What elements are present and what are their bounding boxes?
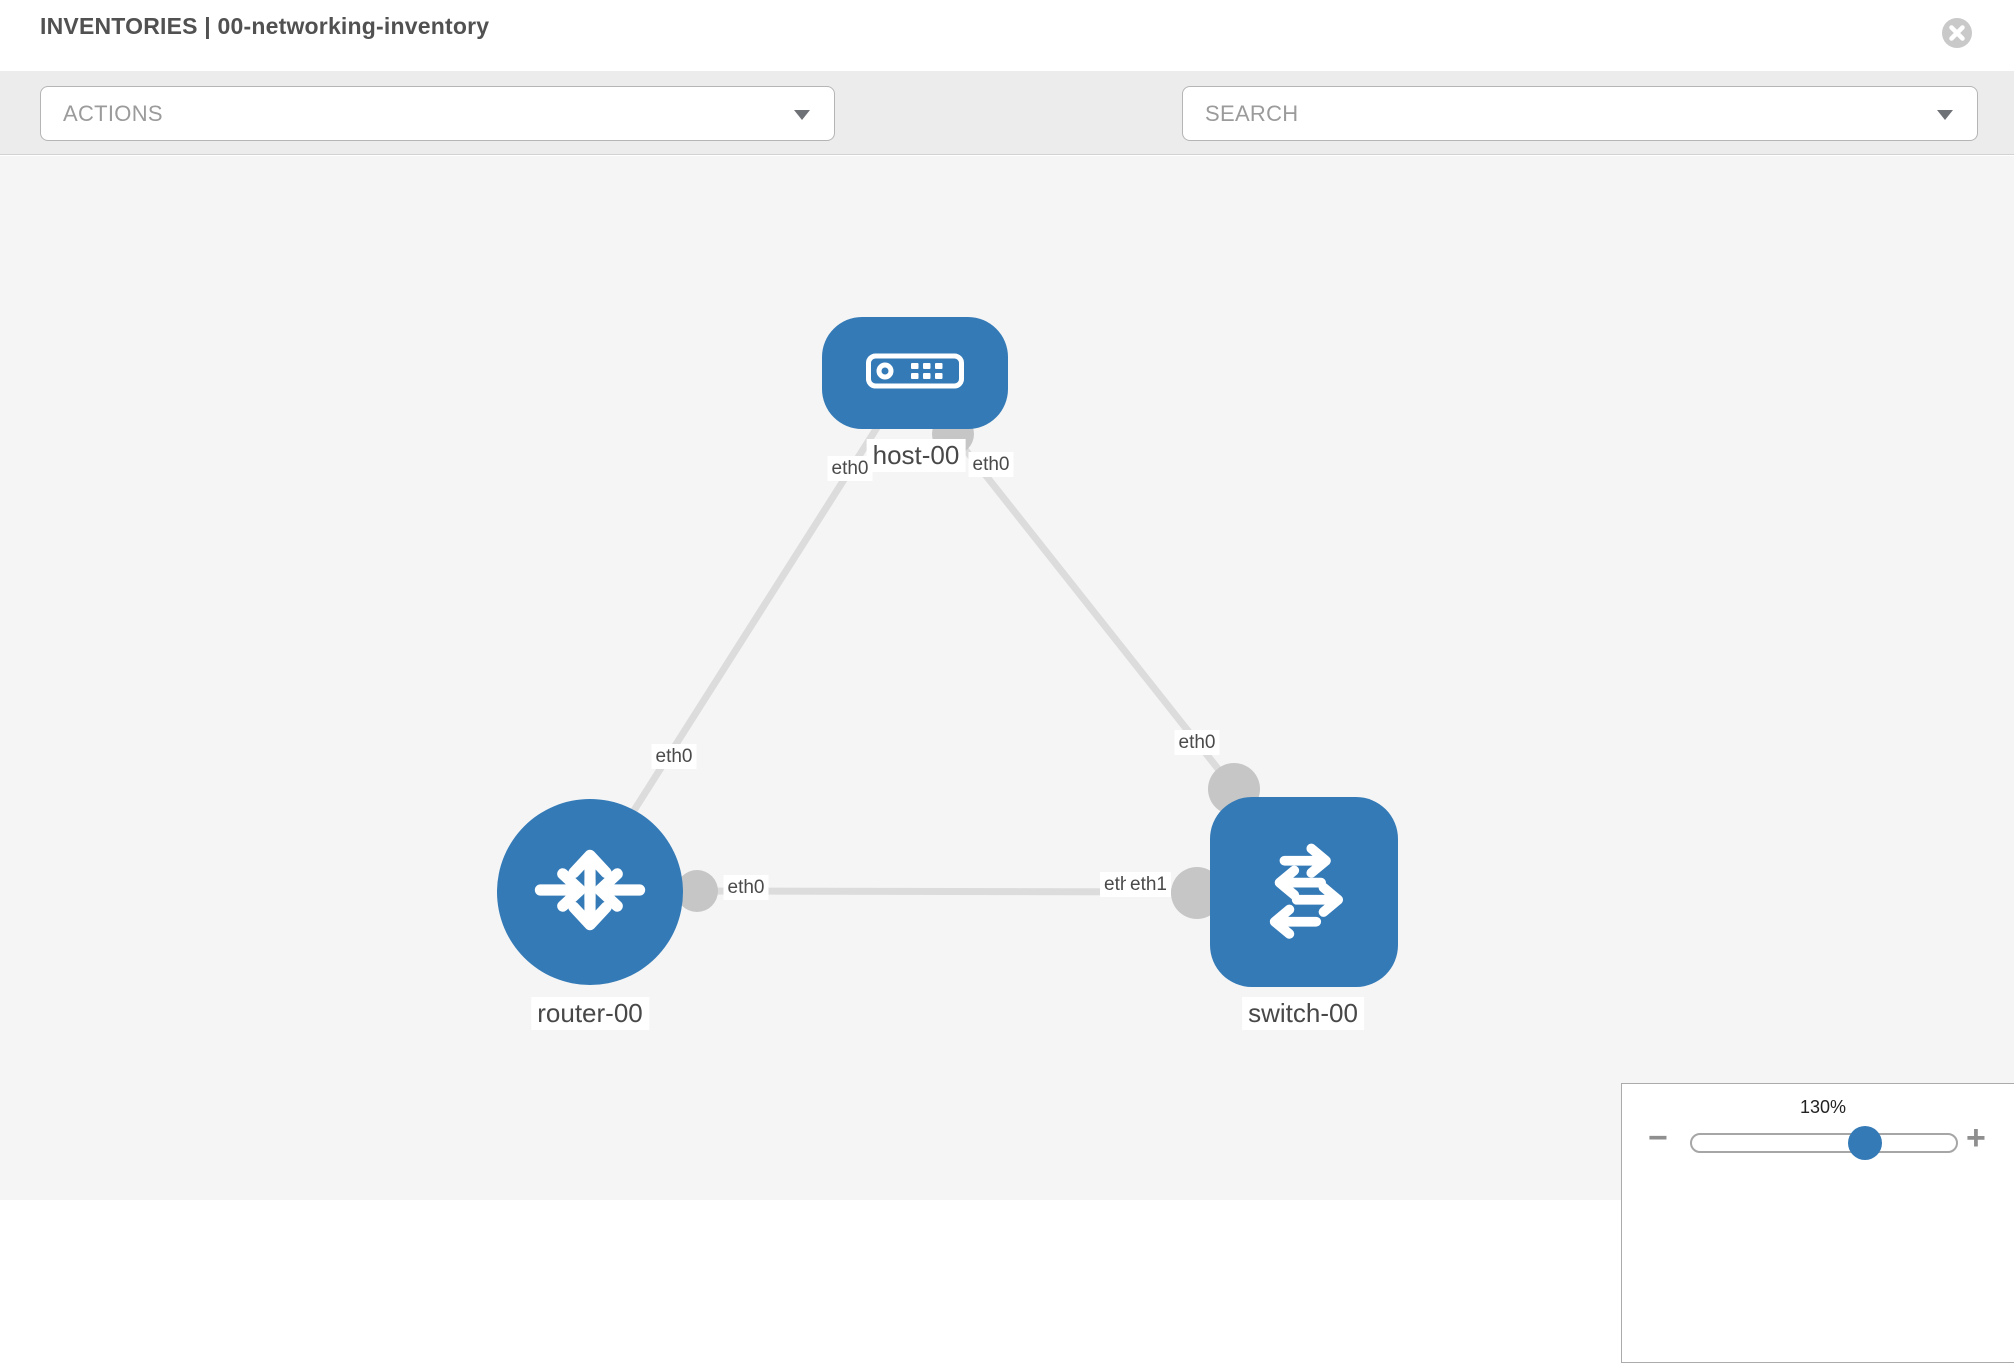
interface-label-host-switch-mid: eth0 [1174, 730, 1220, 755]
search-dropdown-label: SEARCH [1205, 100, 1299, 126]
port-router-eth0 [676, 870, 718, 912]
topology-canvas[interactable]: host-00 router-00 switch-00 eth0 eth0 et… [0, 156, 2014, 1363]
zoom-control-panel: 130% − + [1621, 1083, 2014, 1363]
actions-dropdown-label: ACTIONS [63, 100, 163, 126]
router-arrows-icon [528, 828, 652, 957]
node-label-host-00: host-00 [866, 439, 966, 472]
server-icon [865, 352, 965, 395]
topology-links-layer [630, 413, 1260, 919]
link-host-switch[interactable] [950, 431, 1237, 792]
close-button[interactable] [1941, 17, 1973, 49]
node-label-router-00: router-00 [531, 997, 649, 1030]
node-host-00[interactable] [822, 317, 1008, 429]
interface-label-host-router-mid: eth0 [651, 744, 697, 769]
zoom-slider-thumb[interactable] [1848, 1126, 1882, 1160]
switch-arrows-icon [1243, 829, 1365, 956]
page-header: INVENTORIES | 00-networking-inventory [0, 0, 2014, 71]
zoom-level-value: 130% [1799, 1097, 1847, 1117]
chevron-down-icon [1937, 109, 1953, 120]
chevron-down-icon [794, 109, 810, 120]
search-dropdown[interactable]: SEARCH [1182, 86, 1978, 141]
zoom-in-button[interactable]: + [1966, 1119, 1986, 1157]
page-title: INVENTORIES | 00-networking-inventory [40, 13, 490, 39]
interface-label-switch-eth1: eth1 [1126, 872, 1171, 897]
interface-label-router-eth0: eth0 [723, 875, 769, 900]
x-circle-icon [1941, 18, 1973, 52]
node-label-switch-00: switch-00 [1242, 997, 1364, 1030]
toolbar: ACTIONS SEARCH [0, 71, 2014, 200]
node-switch-00[interactable] [1210, 797, 1398, 987]
zoom-slider-track[interactable] [1690, 1133, 1958, 1153]
interface-label-host-left: eth0 [827, 456, 873, 481]
actions-dropdown[interactable]: ACTIONS [40, 86, 835, 141]
interface-label-host-right: eth0 [968, 452, 1014, 477]
zoom-out-button[interactable]: − [1648, 1119, 1668, 1157]
node-router-00[interactable] [497, 799, 683, 985]
